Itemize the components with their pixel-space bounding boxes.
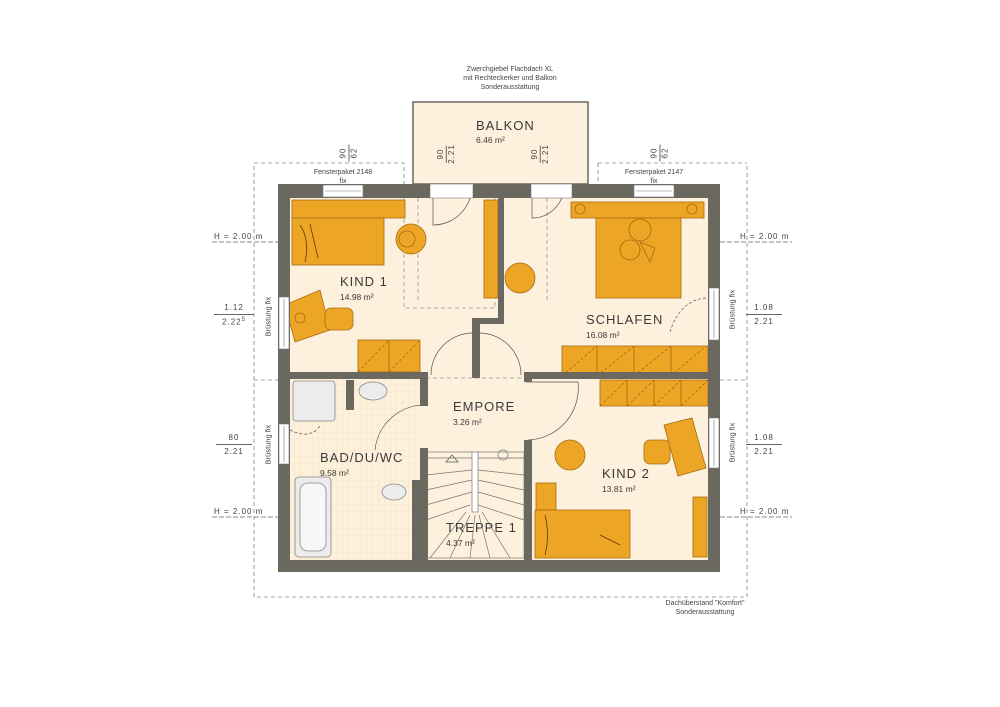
room-name-kind1: KIND 1 [340, 274, 388, 289]
parapet-label-left-top: Brüstung fix [263, 296, 273, 337]
dim-top: 90 [649, 144, 661, 162]
side-window-dim-left-bottom: 80 2.21 [216, 433, 252, 456]
parapet-label-right-top: Brüstung fix [727, 289, 737, 330]
window-package-label: Fensterpaket 2148 [313, 169, 373, 176]
bottom-note: Dachüberstand "Komfort" Sonderausstattun… [640, 599, 770, 617]
room-area-empore: 3.26 m² [453, 417, 482, 427]
dim-bottom: 2.21 [754, 447, 774, 456]
parapet-label-right-bottom: Brüstung fix [727, 422, 737, 463]
parapet-label-left-bottom: Brüstung fix [263, 424, 273, 465]
furniture-kind2 [534, 379, 709, 559]
side-window-dim-right-top: 1.08 2.21 [746, 303, 782, 326]
furniture-kind1 [284, 199, 427, 373]
dim-bottom-value: 2.22 [222, 317, 242, 327]
window-type: fix [650, 178, 658, 185]
balcony-door-dim-right: 90 2.21 [529, 144, 550, 164]
height-mark-right-top: H = 2.00 m [740, 232, 790, 241]
top-note-line: mit Rechteckerker und Balkon [463, 75, 557, 82]
dim-bottom: 2.21 [224, 447, 244, 456]
room-area-treppe: 4.37 m² [446, 538, 475, 548]
dim-top: 1.08 [746, 303, 782, 315]
bottom-note-line: Sonderausstattung [675, 609, 735, 616]
dim-top: 90 [529, 145, 541, 163]
height-mark-left-bottom: H = 2.00 m [214, 507, 264, 516]
height-mark-right-bottom: H = 2.00 m [740, 507, 790, 516]
dim-top: 90 [435, 145, 447, 163]
dim-bottom: 2.225 [214, 315, 254, 327]
dim-bottom: 2.21 [754, 317, 774, 326]
dim-top: 1.08 [746, 433, 782, 445]
room-area-balkon: 6.46 m² [476, 135, 505, 145]
side-window-dim-right-bottom: 1.08 2.21 [746, 433, 782, 456]
window-package-2147: Fensterpaket 2147 fix [614, 168, 694, 186]
window-dim-2148: 90 62 [338, 144, 359, 162]
top-note: Zwerchgiebel Flachdach XL mit Rechtecker… [430, 65, 590, 92]
dim-top: 90 [338, 144, 350, 162]
dim-top: 80 [216, 433, 252, 445]
side-window-dim-left-top: 1.12 2.225 [214, 303, 254, 327]
dim-bottom: 2.21 [446, 144, 456, 164]
dim-sup: 5 [241, 317, 246, 323]
room-area-bad: 9.58 m² [320, 468, 349, 478]
room-area-kind2: 13.81 m² [602, 484, 636, 494]
top-note-line: Sonderausstattung [480, 84, 540, 91]
bathroom-fixtures [292, 380, 407, 558]
windows [278, 183, 720, 469]
dim-bottom: 62 [349, 147, 359, 159]
room-area-schlafen: 16.08 m² [586, 330, 620, 340]
dim-bottom: 2.21 [540, 144, 550, 164]
balcony [412, 101, 589, 185]
room-name-kind2: KIND 2 [602, 466, 650, 481]
window-dim-2147: 90 62 [649, 144, 670, 162]
room-name-empore: EMPORE [453, 399, 516, 414]
room-name-schlafen: SCHLAFEN [586, 312, 664, 327]
room-name-treppe: TREPPE 1 [446, 520, 517, 535]
window-package-2148: Fensterpaket 2148 fix [303, 168, 383, 186]
walls [278, 184, 720, 572]
room-name-balkon: BALKON [476, 118, 535, 133]
window-type: fix [339, 178, 347, 185]
staircase [425, 449, 525, 559]
dim-top: 1.12 [214, 303, 254, 315]
top-note-line: Zwerchgiebel Flachdach XL [466, 66, 554, 73]
room-area-kind1: 14.98 m² [340, 292, 374, 302]
furniture-schlafen [483, 199, 709, 377]
height-mark-left-top: H = 2.00 m [214, 232, 264, 241]
bottom-note-line: Dachüberstand "Komfort" [665, 600, 745, 607]
room-name-bad: BAD/DU/WC [320, 450, 404, 465]
window-package-label: Fensterpaket 2147 [624, 169, 684, 176]
balcony-door-dim-left: 90 2.21 [435, 144, 456, 164]
dim-bottom: 62 [660, 147, 670, 159]
